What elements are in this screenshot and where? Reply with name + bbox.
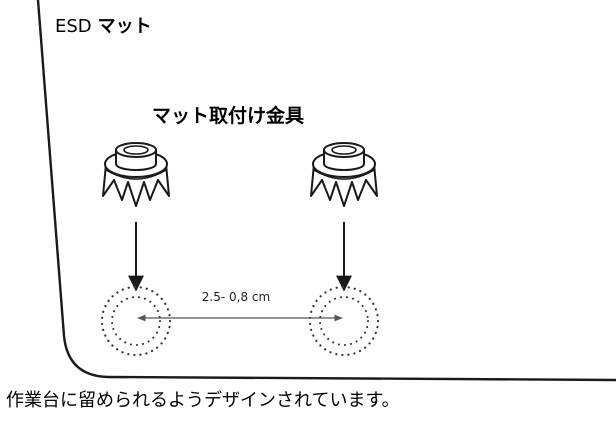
hole-marker-right: [308, 285, 380, 357]
mat-title-prefix: ESD: [55, 16, 92, 37]
fitting-icon-left: [102, 142, 170, 207]
dimension-label: 2.5- 0,8 cm: [201, 290, 271, 304]
fitting-label: マット取付け金具: [151, 105, 304, 127]
hole-marker-left: [100, 285, 172, 357]
caption-text: 作業台に留められるようデザインされています。: [6, 390, 400, 411]
fitting-icon-right: [310, 142, 378, 207]
mat-outline: [36, 0, 616, 382]
mat-title-name: マット: [97, 16, 152, 37]
